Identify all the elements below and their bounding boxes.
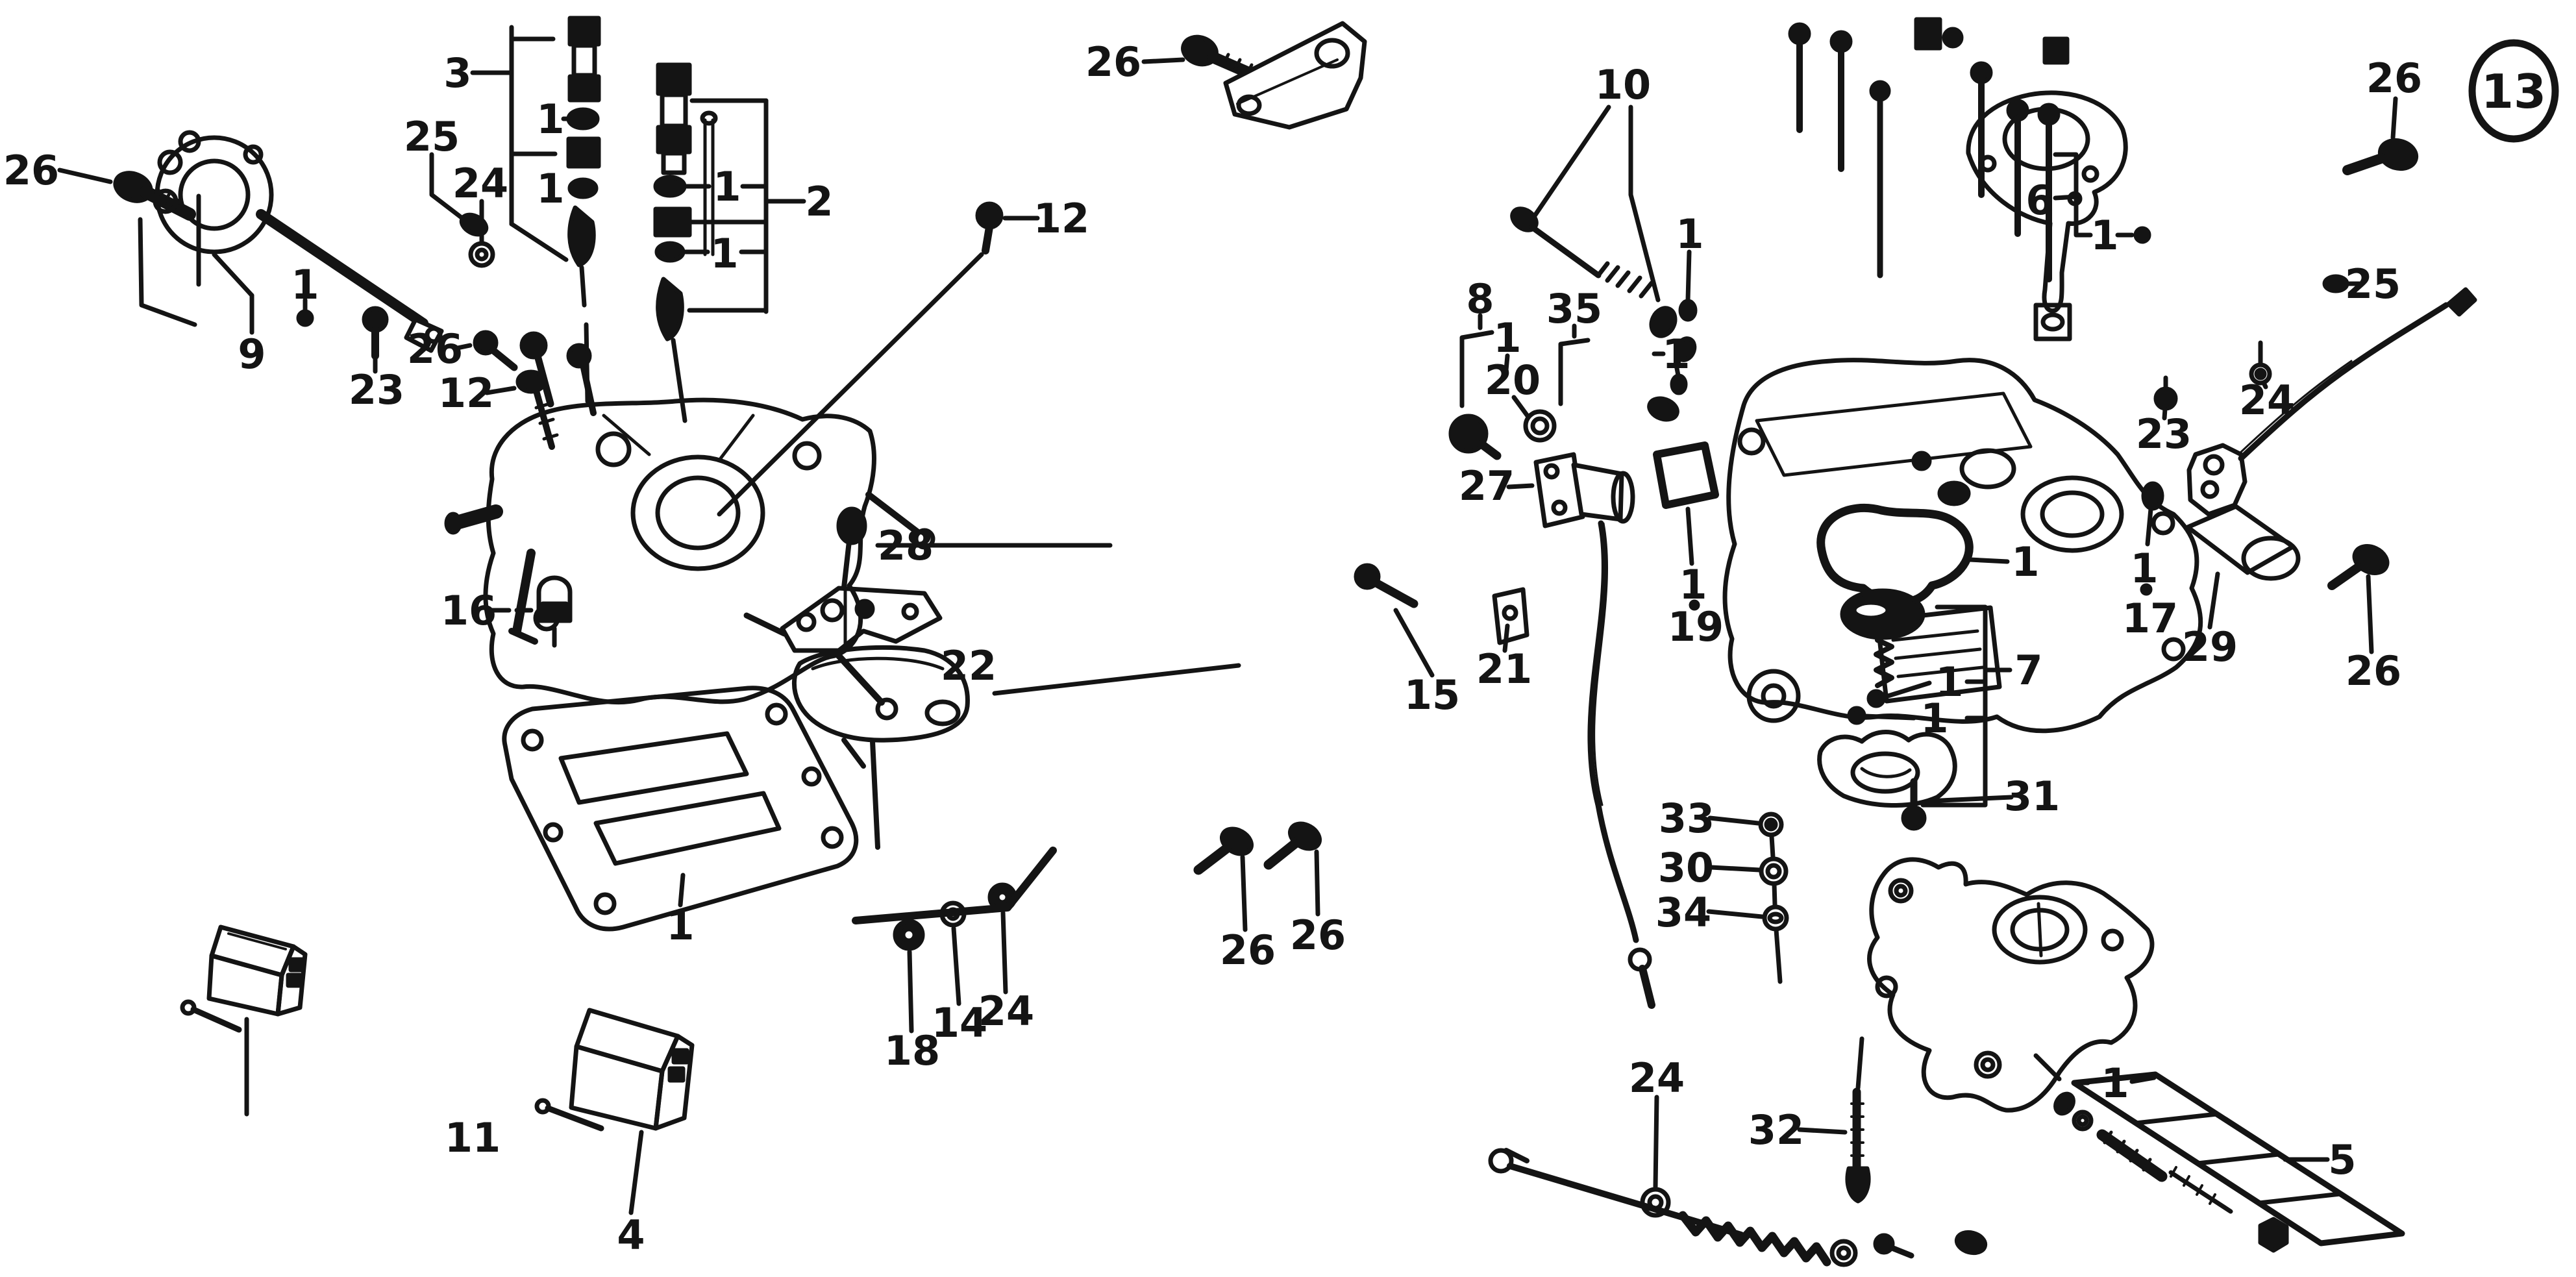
choke-screw-cluster <box>1448 313 1688 460</box>
callout-1-2: 1 <box>291 261 319 308</box>
cutoff-solenoid-27 <box>1354 452 1655 1009</box>
callout-16-11: 16 <box>441 587 497 634</box>
callout-25-50: 25 <box>2345 260 2401 308</box>
callout-26-25: 26 <box>1290 911 1346 959</box>
callout-26-0: 26 <box>3 147 59 194</box>
callout-10-27: 10 <box>1595 61 1651 108</box>
callout-1-10: 1 <box>536 165 564 212</box>
vacuum-diaphragm-unit <box>57 130 495 374</box>
callout-1-39: 1 <box>2011 538 2039 586</box>
float-assembly <box>743 506 1241 850</box>
callout-7-40: 7 <box>2014 647 2042 694</box>
callout-1-14: 1 <box>710 230 738 277</box>
callout-6-47: 6 <box>2025 177 2053 224</box>
condenser-29 <box>2140 287 2477 654</box>
callout-1-59: 1 <box>2101 1060 2129 1107</box>
callout-30-45: 30 <box>1658 844 1714 891</box>
pump-rod-and-screw-12 <box>700 110 1040 517</box>
pump-plunger-group-10 <box>1510 105 1698 362</box>
callout-18-21: 18 <box>884 1027 940 1074</box>
callout-20-30: 20 <box>1485 356 1541 404</box>
carburetor-body-left <box>444 330 935 721</box>
callout-33-44: 33 <box>1659 795 1715 842</box>
callout-12-15: 12 <box>1034 195 1089 242</box>
callout-26-7: 26 <box>407 325 463 373</box>
callout-15-36: 15 <box>1404 671 1460 719</box>
pump-diaphragm-cluster <box>1816 503 2014 831</box>
callout-28-19: 28 <box>878 522 934 569</box>
callout-23-3: 23 <box>349 366 404 414</box>
callout-17-54: 17 <box>2122 595 2178 642</box>
callout-1-29: 1 <box>1493 314 1521 362</box>
relay-box-11 <box>180 924 308 1117</box>
callout-26-56: 26 <box>2346 647 2401 695</box>
throttle-body <box>1488 857 2155 1267</box>
callout-31-41: 31 <box>2004 773 2060 820</box>
callout-14-22: 14 <box>932 999 987 1047</box>
callout-34-46: 34 <box>1655 889 1711 936</box>
callout-32-58: 32 <box>1748 1106 1804 1154</box>
callout-24-23: 24 <box>978 987 1034 1035</box>
callout-11-17: 11 <box>445 1114 501 1161</box>
metering-gasket-plate <box>502 686 859 932</box>
top-bracket-26 <box>1141 21 1367 130</box>
callout-1-42: 1 <box>1935 658 1963 706</box>
callout-9-1: 9 <box>238 330 266 378</box>
callout-1-9: 1 <box>536 95 564 143</box>
page-number: 13 <box>2481 64 2546 119</box>
idle-hardware <box>852 821 1322 1034</box>
callout-12-8: 12 <box>438 369 494 417</box>
callout-24-57: 24 <box>1629 1054 1685 1102</box>
jet-set-group-3 <box>470 16 601 404</box>
jet-set-group-2 <box>653 62 806 423</box>
callout-24-5: 24 <box>452 160 508 207</box>
gasket-kit-box-5 <box>2033 1053 2405 1253</box>
callout-25-4: 25 <box>404 113 460 160</box>
callout-3-6: 3 <box>443 49 471 97</box>
callout-19-38: 19 <box>1668 603 1724 651</box>
callout-1-32: 1 <box>1662 330 1690 378</box>
callout-2-13: 2 <box>805 178 833 225</box>
choke-cover-6 <box>1966 90 2419 421</box>
callout-26-49: 26 <box>2366 55 2422 102</box>
callout-27-34: 27 <box>1459 462 1515 510</box>
callout-29-55: 29 <box>2182 623 2238 671</box>
callout-24-51: 24 <box>2239 377 2295 424</box>
callout-23-52: 23 <box>2136 410 2192 458</box>
callout-21-35: 21 <box>1476 645 1532 693</box>
callout-22-20: 22 <box>941 642 997 689</box>
callout-5-60: 5 <box>2328 1136 2356 1184</box>
callout-1-43: 1 <box>1920 695 1948 742</box>
callout-26-26: 26 <box>1085 38 1141 86</box>
callout-4-18: 4 <box>617 1211 645 1259</box>
page-badge <box>2468 39 2559 143</box>
choke-gasket-19 <box>1653 441 1719 611</box>
callout-1-12: 1 <box>713 163 741 210</box>
callout-1-53: 1 <box>2130 545 2158 592</box>
relay-box-4 <box>534 1008 695 1215</box>
callout-35-31: 35 <box>1546 285 1602 332</box>
callout-8-28: 8 <box>1466 275 1494 323</box>
callout-1-33: 1 <box>1676 210 1703 258</box>
callout-1-16: 1 <box>666 902 694 949</box>
callout-1-37: 1 <box>1679 561 1707 608</box>
grommet-column <box>1706 812 1789 984</box>
callout-1-48: 1 <box>2090 212 2118 259</box>
callout-26-24: 26 <box>1220 926 1276 974</box>
